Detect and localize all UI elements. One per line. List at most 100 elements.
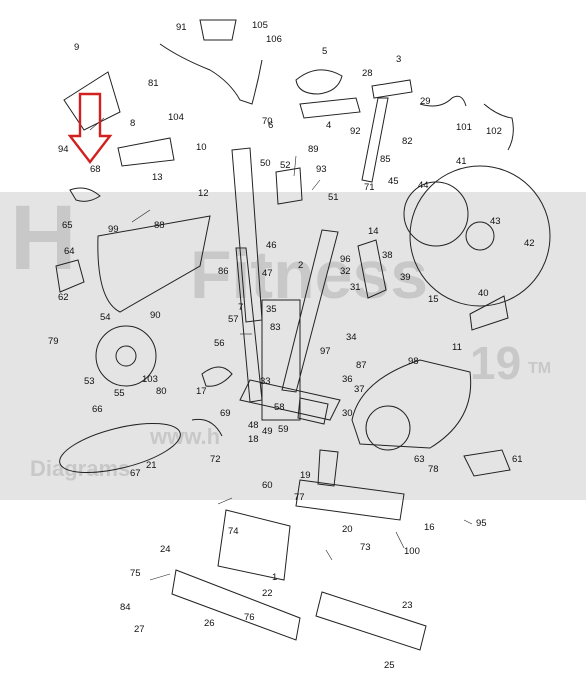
callout-label-85: 85 <box>380 154 391 165</box>
callout-label-55: 55 <box>114 388 125 399</box>
callout-label-36: 36 <box>342 374 353 385</box>
callout-label-30: 30 <box>342 408 353 419</box>
cable-68 <box>69 187 101 202</box>
seat <box>295 69 343 95</box>
callout-label-56: 56 <box>214 338 225 349</box>
callout-label-72: 72 <box>210 454 221 465</box>
watermark-tm: TM <box>528 360 552 377</box>
flywheel <box>409 165 551 307</box>
watermark-year: 19 <box>470 337 522 389</box>
watermark-line1: www.h <box>150 424 221 449</box>
callout-label-83: 83 <box>270 322 281 333</box>
pedal-right <box>463 449 511 477</box>
seat-rail <box>299 97 361 119</box>
callout-label-12: 12 <box>198 188 209 199</box>
callout-label-87: 87 <box>356 360 367 371</box>
callout-label-64: 64 <box>64 246 75 257</box>
wire-101 <box>419 95 467 107</box>
chainring <box>95 325 157 387</box>
callout-label-61: 61 <box>512 454 523 465</box>
watermark-letter: H <box>10 187 77 289</box>
callout-label-18: 18 <box>248 434 259 445</box>
callout-label-43: 43 <box>490 216 501 227</box>
callout-label-98: 98 <box>408 356 419 367</box>
callout-label-63: 63 <box>414 454 425 465</box>
callout-label-45: 45 <box>388 176 399 187</box>
left-cover <box>97 215 211 313</box>
callout-label-25: 25 <box>384 660 395 671</box>
callout-label-50: 50 <box>260 158 271 169</box>
frame-center <box>261 299 301 421</box>
idler <box>201 366 233 387</box>
callout-label-81: 81 <box>148 78 159 89</box>
callout-label-44: 44 <box>418 180 429 191</box>
callout-label-16: 16 <box>424 522 435 533</box>
callout-label-94: 94 <box>58 144 69 155</box>
callout-label-92: 92 <box>350 126 361 137</box>
right-cover-disc <box>365 405 411 451</box>
callout-label-27: 27 <box>134 624 145 635</box>
seat-tube <box>231 147 263 323</box>
callout-label-28: 28 <box>362 68 373 79</box>
callout-label-6: 6 <box>268 120 273 131</box>
callout-label-82: 82 <box>402 136 413 147</box>
handlebar-upright <box>281 229 339 393</box>
highlight-arrow <box>67 92 113 164</box>
callout-label-69: 69 <box>220 408 231 419</box>
callout-label-96: 96 <box>340 254 351 265</box>
callout-label-4: 4 <box>326 120 331 131</box>
callout-label-5: 5 <box>322 46 327 57</box>
seat-post-bar <box>361 97 389 183</box>
wire-102 <box>483 103 514 151</box>
callout-label-51: 51 <box>328 192 339 203</box>
callout-label-100: 100 <box>404 546 420 557</box>
callout-label-77: 77 <box>294 492 305 503</box>
callout-label-79: 79 <box>48 336 59 347</box>
callout-label-14: 14 <box>368 226 379 237</box>
watermark-brand: Fitness <box>190 237 429 313</box>
callout-label-49: 49 <box>262 426 273 437</box>
callout-label-57: 57 <box>228 314 239 325</box>
callout-layer: 1234567891011121314151617181920212223242… <box>48 20 535 671</box>
callout-label-80: 80 <box>156 386 167 397</box>
callout-label-39: 39 <box>400 272 411 283</box>
callout-label-78: 78 <box>428 464 439 475</box>
callout-label-97: 97 <box>320 346 331 357</box>
callout-label-65: 65 <box>62 220 73 231</box>
callout-label-84: 84 <box>120 602 131 613</box>
callout-label-17: 17 <box>196 386 207 397</box>
callout-label-48: 48 <box>248 420 259 431</box>
leader-lines <box>89 117 473 581</box>
right-cover <box>351 359 472 449</box>
callout-label-21: 21 <box>146 460 157 471</box>
callout-label-41: 41 <box>456 156 467 167</box>
callout-label-24: 24 <box>160 544 171 555</box>
callout-label-29: 29 <box>420 96 431 107</box>
callout-label-20: 20 <box>342 524 353 535</box>
callout-label-13: 13 <box>152 172 163 183</box>
callout-label-47: 47 <box>262 268 273 279</box>
callout-label-59: 59 <box>278 424 289 435</box>
callout-label-3: 3 <box>396 54 401 65</box>
pedal-left <box>55 259 85 293</box>
callout-label-52: 52 <box>280 160 291 171</box>
callout-label-8: 8 <box>130 118 135 129</box>
callout-label-19: 19 <box>300 470 311 481</box>
callout-label-101: 101 <box>456 122 472 133</box>
callout-label-86: 86 <box>218 266 229 277</box>
seat-slider <box>371 79 413 99</box>
seat-support <box>295 479 405 521</box>
callout-label-42: 42 <box>524 238 535 249</box>
callout-label-91: 91 <box>176 22 187 33</box>
callout-label-38: 38 <box>382 250 393 261</box>
callout-label-105: 105 <box>252 20 268 31</box>
watermark-line2: Diagrams <box>30 456 131 481</box>
bracket <box>357 239 387 299</box>
callout-label-23: 23 <box>402 600 413 611</box>
callout-label-1: 1 <box>272 572 277 583</box>
callout-label-103: 103 <box>142 374 158 385</box>
frame-lower <box>239 379 341 421</box>
callout-label-58: 58 <box>274 402 285 413</box>
